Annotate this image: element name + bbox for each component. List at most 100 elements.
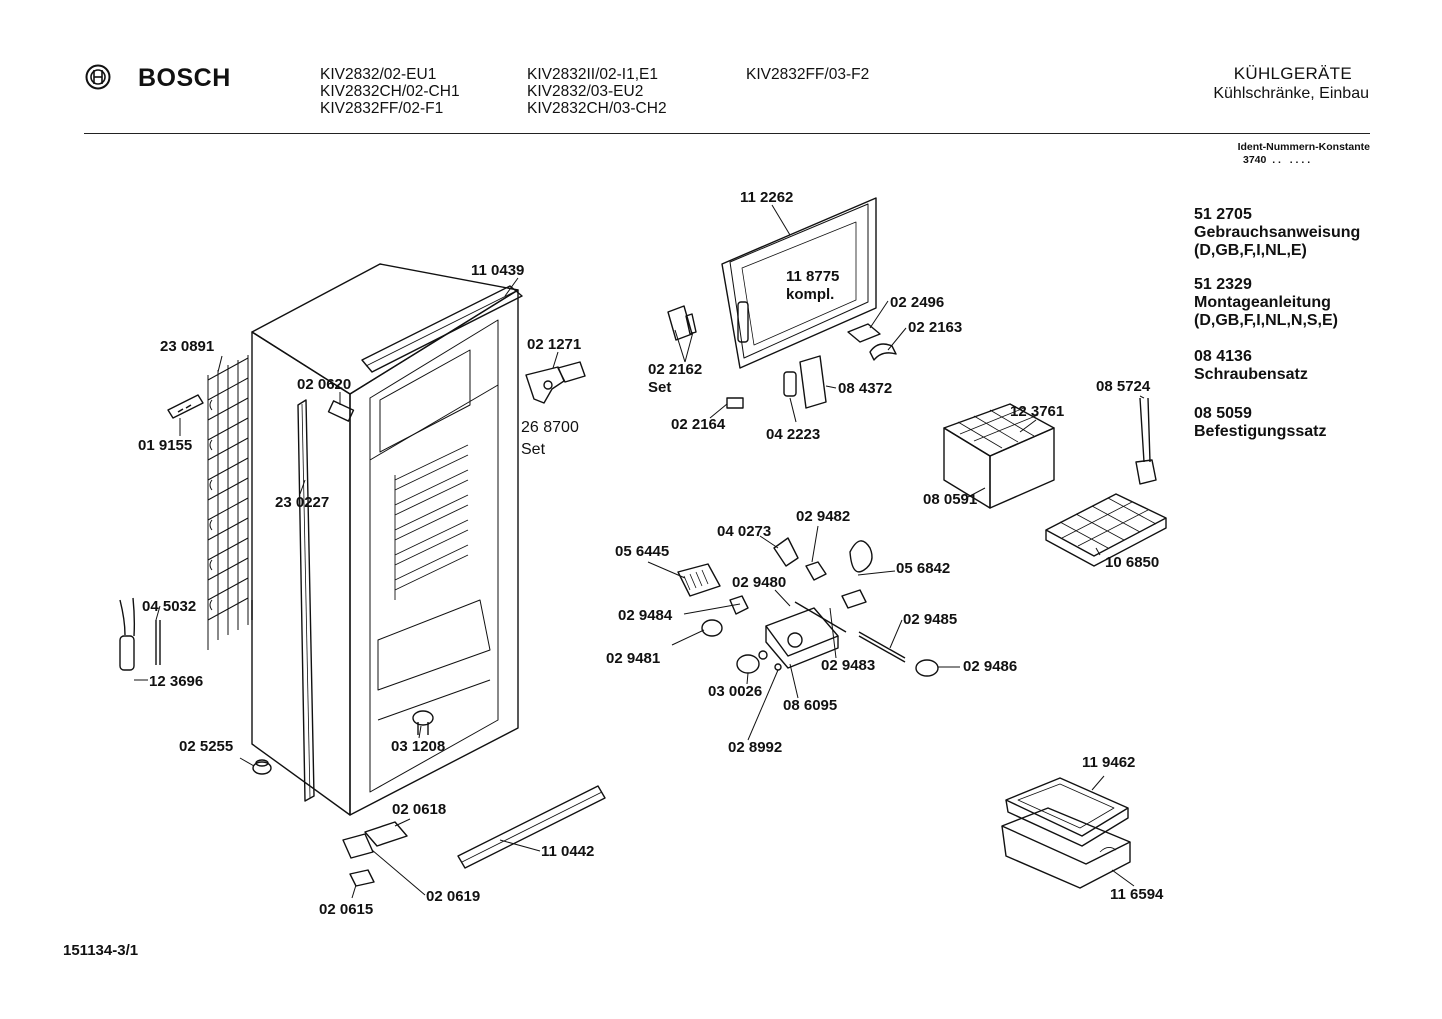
category-subtitle: Kühlschränke, Einbau xyxy=(1213,85,1369,102)
document-title: Schraubensatz xyxy=(1194,366,1308,383)
model-number: KIV2832FF/02-F1 xyxy=(320,100,444,117)
document-number: 08 4136 xyxy=(1194,348,1252,365)
part-label: 03 1208 xyxy=(391,738,446,755)
hinge-set-drawing xyxy=(525,361,586,404)
ident-label: Ident-Nummern-Konstante xyxy=(1237,141,1370,153)
part-label: 02 2162 xyxy=(648,361,703,378)
part-label: 23 0227 xyxy=(275,494,330,511)
document-number: 51 2329 xyxy=(1194,276,1252,293)
document-languages: (D,GB,F,I,NL,E) xyxy=(1194,242,1307,259)
part-label: 04 5032 xyxy=(142,598,197,615)
part-label: Set xyxy=(648,379,672,396)
category-title: KÜHLGERÄTE xyxy=(1233,64,1352,83)
part-label: 04 2223 xyxy=(766,426,821,443)
part-label: 02 9486 xyxy=(963,658,1018,675)
seal-strip-drawing xyxy=(297,399,315,802)
document-title: Befestigungssatz xyxy=(1194,423,1327,440)
crisper-drawer-drawing xyxy=(1001,777,1131,889)
model-list-col2: KIV2832II/02-I1,E1 KIV2832/03-EU2 KIV283… xyxy=(527,66,667,117)
pin-drawing xyxy=(726,397,744,409)
ice-tray-drawing xyxy=(1045,493,1167,567)
clip-drawing xyxy=(167,394,204,419)
part-label: 02 0615 xyxy=(319,901,374,918)
part-label: 08 0591 xyxy=(923,491,978,508)
document-languages: (D,GB,F,I,NL,N,S,E) xyxy=(1194,312,1338,329)
part-label: 02 9482 xyxy=(796,508,851,525)
part-label: 11 0442 xyxy=(541,843,595,860)
part-label: 02 5255 xyxy=(179,738,234,755)
model-number: KIV2832CH/03-CH2 xyxy=(527,100,667,117)
part-label: 02 0618 xyxy=(392,801,447,818)
part-label: 02 9484 xyxy=(618,607,673,624)
part-label: 12 3696 xyxy=(149,673,204,690)
part-label: 11 2262 xyxy=(740,189,794,206)
part-label: 02 9481 xyxy=(606,650,661,667)
part-label: 08 5724 xyxy=(1096,378,1151,395)
cabinet-body-drawing xyxy=(251,263,519,816)
part-label: 02 0620 xyxy=(297,376,352,393)
model-number: KIV2832FF/03-F2 xyxy=(746,66,870,83)
part-label: 11 8775 xyxy=(786,268,840,285)
part-label: 12 3761 xyxy=(1010,403,1065,420)
door-handle-drawing xyxy=(783,355,827,409)
part-label: 04 0273 xyxy=(717,523,772,540)
brand-name: BOSCH xyxy=(138,64,231,92)
part-label: 02 1271 xyxy=(527,336,582,353)
freezer-door-drawing xyxy=(721,197,877,369)
model-number: KIV2832/02-EU1 xyxy=(320,66,437,83)
model-number: KIV2832CH/02-CH1 xyxy=(320,83,460,100)
ident-value: 3740 . . . . . . xyxy=(1243,154,1311,166)
document-entry: 08 5059 Befestigungssatz xyxy=(1194,405,1326,441)
latch-drawing xyxy=(847,323,881,343)
part-label: 02 0619 xyxy=(426,888,481,905)
part-label: 02 2496 xyxy=(890,294,945,311)
document-entry: 51 2705 Gebrauchsanweisung (D,GB,F,I,NL,… xyxy=(1194,206,1360,260)
document-number: 51 2705 xyxy=(1194,206,1252,223)
part-label: 02 9485 xyxy=(903,611,958,628)
model-number: KIV2832/03-EU2 xyxy=(527,83,644,100)
document-title: Gebrauchsanweisung xyxy=(1194,224,1361,241)
document-title: Montageanleitung xyxy=(1194,294,1331,311)
sensor-drawing xyxy=(119,597,161,671)
foot-drawing xyxy=(252,761,272,775)
part-label: 23 0891 xyxy=(160,338,215,355)
model-list-col3: KIV2832FF/03-F2 xyxy=(746,66,869,83)
part-label: 02 8992 xyxy=(728,739,783,756)
part-label: 08 6095 xyxy=(783,697,838,714)
lower-hinge-drawing xyxy=(342,821,408,887)
part-label: 26 8700 xyxy=(521,419,579,436)
part-label: 03 0026 xyxy=(708,683,763,700)
part-label: 05 6842 xyxy=(896,560,951,577)
part-label: 02 9483 xyxy=(821,657,876,674)
thermostat-drawing xyxy=(677,537,939,677)
header-divider xyxy=(84,133,1370,134)
ice-container-drawing xyxy=(943,403,1055,509)
model-number: KIV2832II/02-I1,E1 xyxy=(527,66,658,83)
part-label: 11 6594 xyxy=(1110,886,1164,903)
drawing-code: 151134-3/1 xyxy=(63,942,139,959)
part-label: 10 6850 xyxy=(1105,554,1160,571)
scraper-drawing xyxy=(1135,397,1157,485)
document-number: 08 5059 xyxy=(1194,405,1252,422)
part-label: 02 2164 xyxy=(671,416,726,433)
part-label: 02 9480 xyxy=(732,574,787,591)
document-entry: 08 4136 Schraubensatz xyxy=(1194,348,1308,384)
bracket-drawing xyxy=(327,400,355,422)
model-list-col1: KIV2832/02-EU1 KIV2832CH/02-CH1 KIV2832F… xyxy=(320,66,460,117)
condenser-coil-drawing xyxy=(207,355,249,650)
part-label: 01 9155 xyxy=(138,437,193,454)
part-label: 11 0439 xyxy=(471,262,525,279)
part-label: 08 4372 xyxy=(838,380,893,397)
part-label: Set xyxy=(521,441,546,458)
part-label: kompl. xyxy=(786,286,835,303)
bosch-logo-icon xyxy=(85,64,111,90)
part-label: 11 9462 xyxy=(1082,754,1136,771)
screw-cap-drawing xyxy=(412,710,434,735)
document-entry: 51 2329 Montageanleitung (D,GB,F,I,NL,N,… xyxy=(1194,276,1338,330)
top-rail-drawing xyxy=(361,285,523,373)
leader-lines xyxy=(134,204,1145,899)
kick-plate-drawing xyxy=(457,785,606,869)
part-label: 02 2163 xyxy=(908,319,963,336)
part-label: 05 6445 xyxy=(615,543,670,560)
